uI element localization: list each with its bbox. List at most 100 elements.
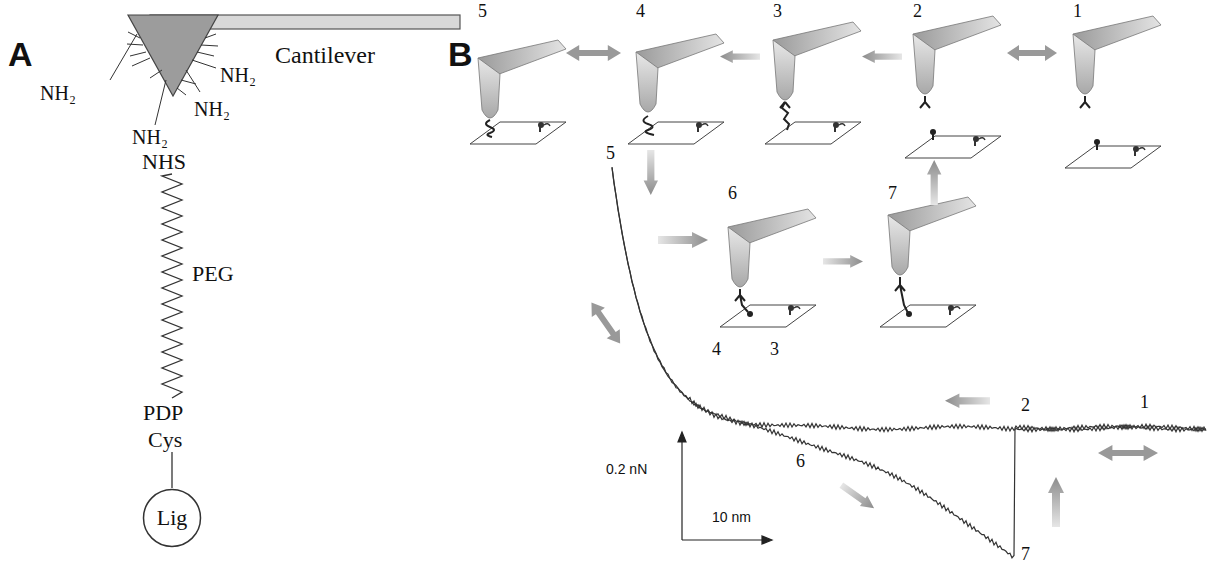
drawing-line bbox=[155, 80, 166, 125]
drawing-line bbox=[181, 80, 196, 84]
drawing-path bbox=[780, 102, 790, 108]
part-label: Cantilever bbox=[275, 42, 375, 68]
drawing-circle bbox=[906, 311, 912, 317]
drawing-use bbox=[720, 305, 816, 327]
reversible-arrow bbox=[585, 298, 627, 348]
drawing-use bbox=[888, 197, 976, 275]
cantilever-tip bbox=[128, 15, 218, 96]
drawing-use bbox=[470, 122, 566, 144]
cys-bond bbox=[171, 452, 172, 488]
drawing-use bbox=[1065, 146, 1161, 168]
state-cartoon-4 bbox=[628, 34, 724, 144]
group-label: NH₂ bbox=[220, 64, 256, 86]
drawing-line bbox=[132, 58, 150, 66]
drawing-circle bbox=[144, 490, 201, 547]
drawing-line bbox=[110, 34, 137, 80]
flow-arrow bbox=[658, 232, 708, 248]
part-label: Cys bbox=[148, 428, 182, 452]
callout-number: 2 bbox=[1021, 396, 1030, 416]
scale-label: 0.2 nN bbox=[606, 462, 647, 477]
drawing-g bbox=[905, 136, 1001, 158]
drawing-circle bbox=[930, 129, 936, 135]
drawing-use bbox=[636, 34, 724, 112]
drawing-path bbox=[644, 116, 655, 135]
drawing-path bbox=[486, 120, 494, 137]
peg-linker bbox=[162, 174, 182, 398]
drawing-g bbox=[478, 40, 566, 118]
callout-number: 1 bbox=[1140, 393, 1149, 413]
drawing-g bbox=[888, 197, 976, 275]
drawing-line bbox=[205, 34, 216, 38]
drawing-line bbox=[681, 440, 682, 540]
drawing-circle bbox=[747, 311, 753, 317]
callout-number: 3 bbox=[773, 2, 782, 22]
callout-number: 5 bbox=[606, 144, 615, 164]
flow-arrow bbox=[823, 255, 863, 268]
drawing-line bbox=[127, 44, 143, 45]
flow-arrow bbox=[720, 50, 760, 63]
scale-axes bbox=[678, 432, 772, 544]
flow-arrow bbox=[1048, 477, 1064, 527]
drawing-path bbox=[895, 277, 908, 313]
ligand-circle: Lig bbox=[142, 488, 202, 548]
panel-letter: B bbox=[448, 36, 473, 73]
drawing-line bbox=[192, 60, 216, 68]
group-label: NH₂ bbox=[40, 82, 76, 104]
drawing-use bbox=[773, 22, 861, 100]
callout-number: 2 bbox=[913, 2, 922, 22]
drawing-use bbox=[478, 40, 566, 118]
state-cartoon-7 bbox=[880, 197, 976, 327]
retract-curve bbox=[612, 167, 1206, 558]
callout-number: 5 bbox=[478, 2, 487, 22]
drawing-use bbox=[880, 305, 976, 327]
drawing-g bbox=[913, 16, 1001, 94]
callout-number: 1 bbox=[1073, 2, 1082, 22]
panel-letter: A bbox=[8, 36, 33, 73]
group-label: NH₂ bbox=[194, 98, 230, 120]
drawing-line bbox=[128, 32, 140, 38]
drawing-use bbox=[728, 209, 816, 287]
part-label: NHS bbox=[142, 150, 186, 174]
reversible-arrow bbox=[1007, 45, 1057, 61]
part-label: PEG bbox=[192, 262, 234, 286]
flow-arrow bbox=[927, 160, 941, 205]
reversible-arrow bbox=[1098, 445, 1158, 461]
callout-number: 4 bbox=[712, 340, 721, 360]
drawing-path bbox=[920, 96, 930, 108]
drawing-use bbox=[913, 16, 1001, 94]
callout-number: 6 bbox=[796, 452, 805, 472]
drawing-polygon bbox=[762, 536, 772, 544]
drawing-g bbox=[1073, 16, 1161, 94]
flow-arrow bbox=[945, 394, 990, 408]
drawing-line bbox=[186, 70, 200, 92]
reversible-arrow bbox=[566, 45, 621, 61]
callout-number: 3 bbox=[770, 340, 779, 360]
drawing-g bbox=[728, 209, 816, 287]
state-cartoon-3 bbox=[765, 22, 861, 144]
scale-label: 10 nm bbox=[712, 510, 751, 525]
approach-curve bbox=[612, 168, 1206, 432]
callout-number: 4 bbox=[636, 2, 645, 22]
drawing-polygon bbox=[678, 432, 686, 442]
drawing-use bbox=[1073, 16, 1161, 94]
callout-number: 7 bbox=[888, 184, 897, 204]
flow-arrow bbox=[862, 50, 902, 63]
ligand-label: Lig bbox=[157, 506, 188, 530]
state-cartoon-6 bbox=[720, 209, 816, 327]
state-cartoon-2 bbox=[905, 16, 1001, 158]
drawing-line bbox=[201, 45, 218, 46]
drawing-circle bbox=[1094, 139, 1100, 145]
group-label: NH₂ bbox=[132, 126, 168, 148]
state-cartoon-5 bbox=[470, 40, 566, 144]
drawing-line bbox=[197, 52, 214, 56]
drawing-use bbox=[628, 122, 724, 144]
callout-number: 7 bbox=[1021, 545, 1030, 565]
state-cartoon-1 bbox=[1065, 16, 1161, 168]
drawing-line bbox=[150, 70, 162, 78]
drawing-g bbox=[1065, 146, 1161, 168]
drawing-g bbox=[636, 34, 724, 112]
callout-number: 6 bbox=[728, 184, 737, 204]
flow-arrow bbox=[838, 480, 878, 513]
drawing-line bbox=[130, 52, 146, 56]
